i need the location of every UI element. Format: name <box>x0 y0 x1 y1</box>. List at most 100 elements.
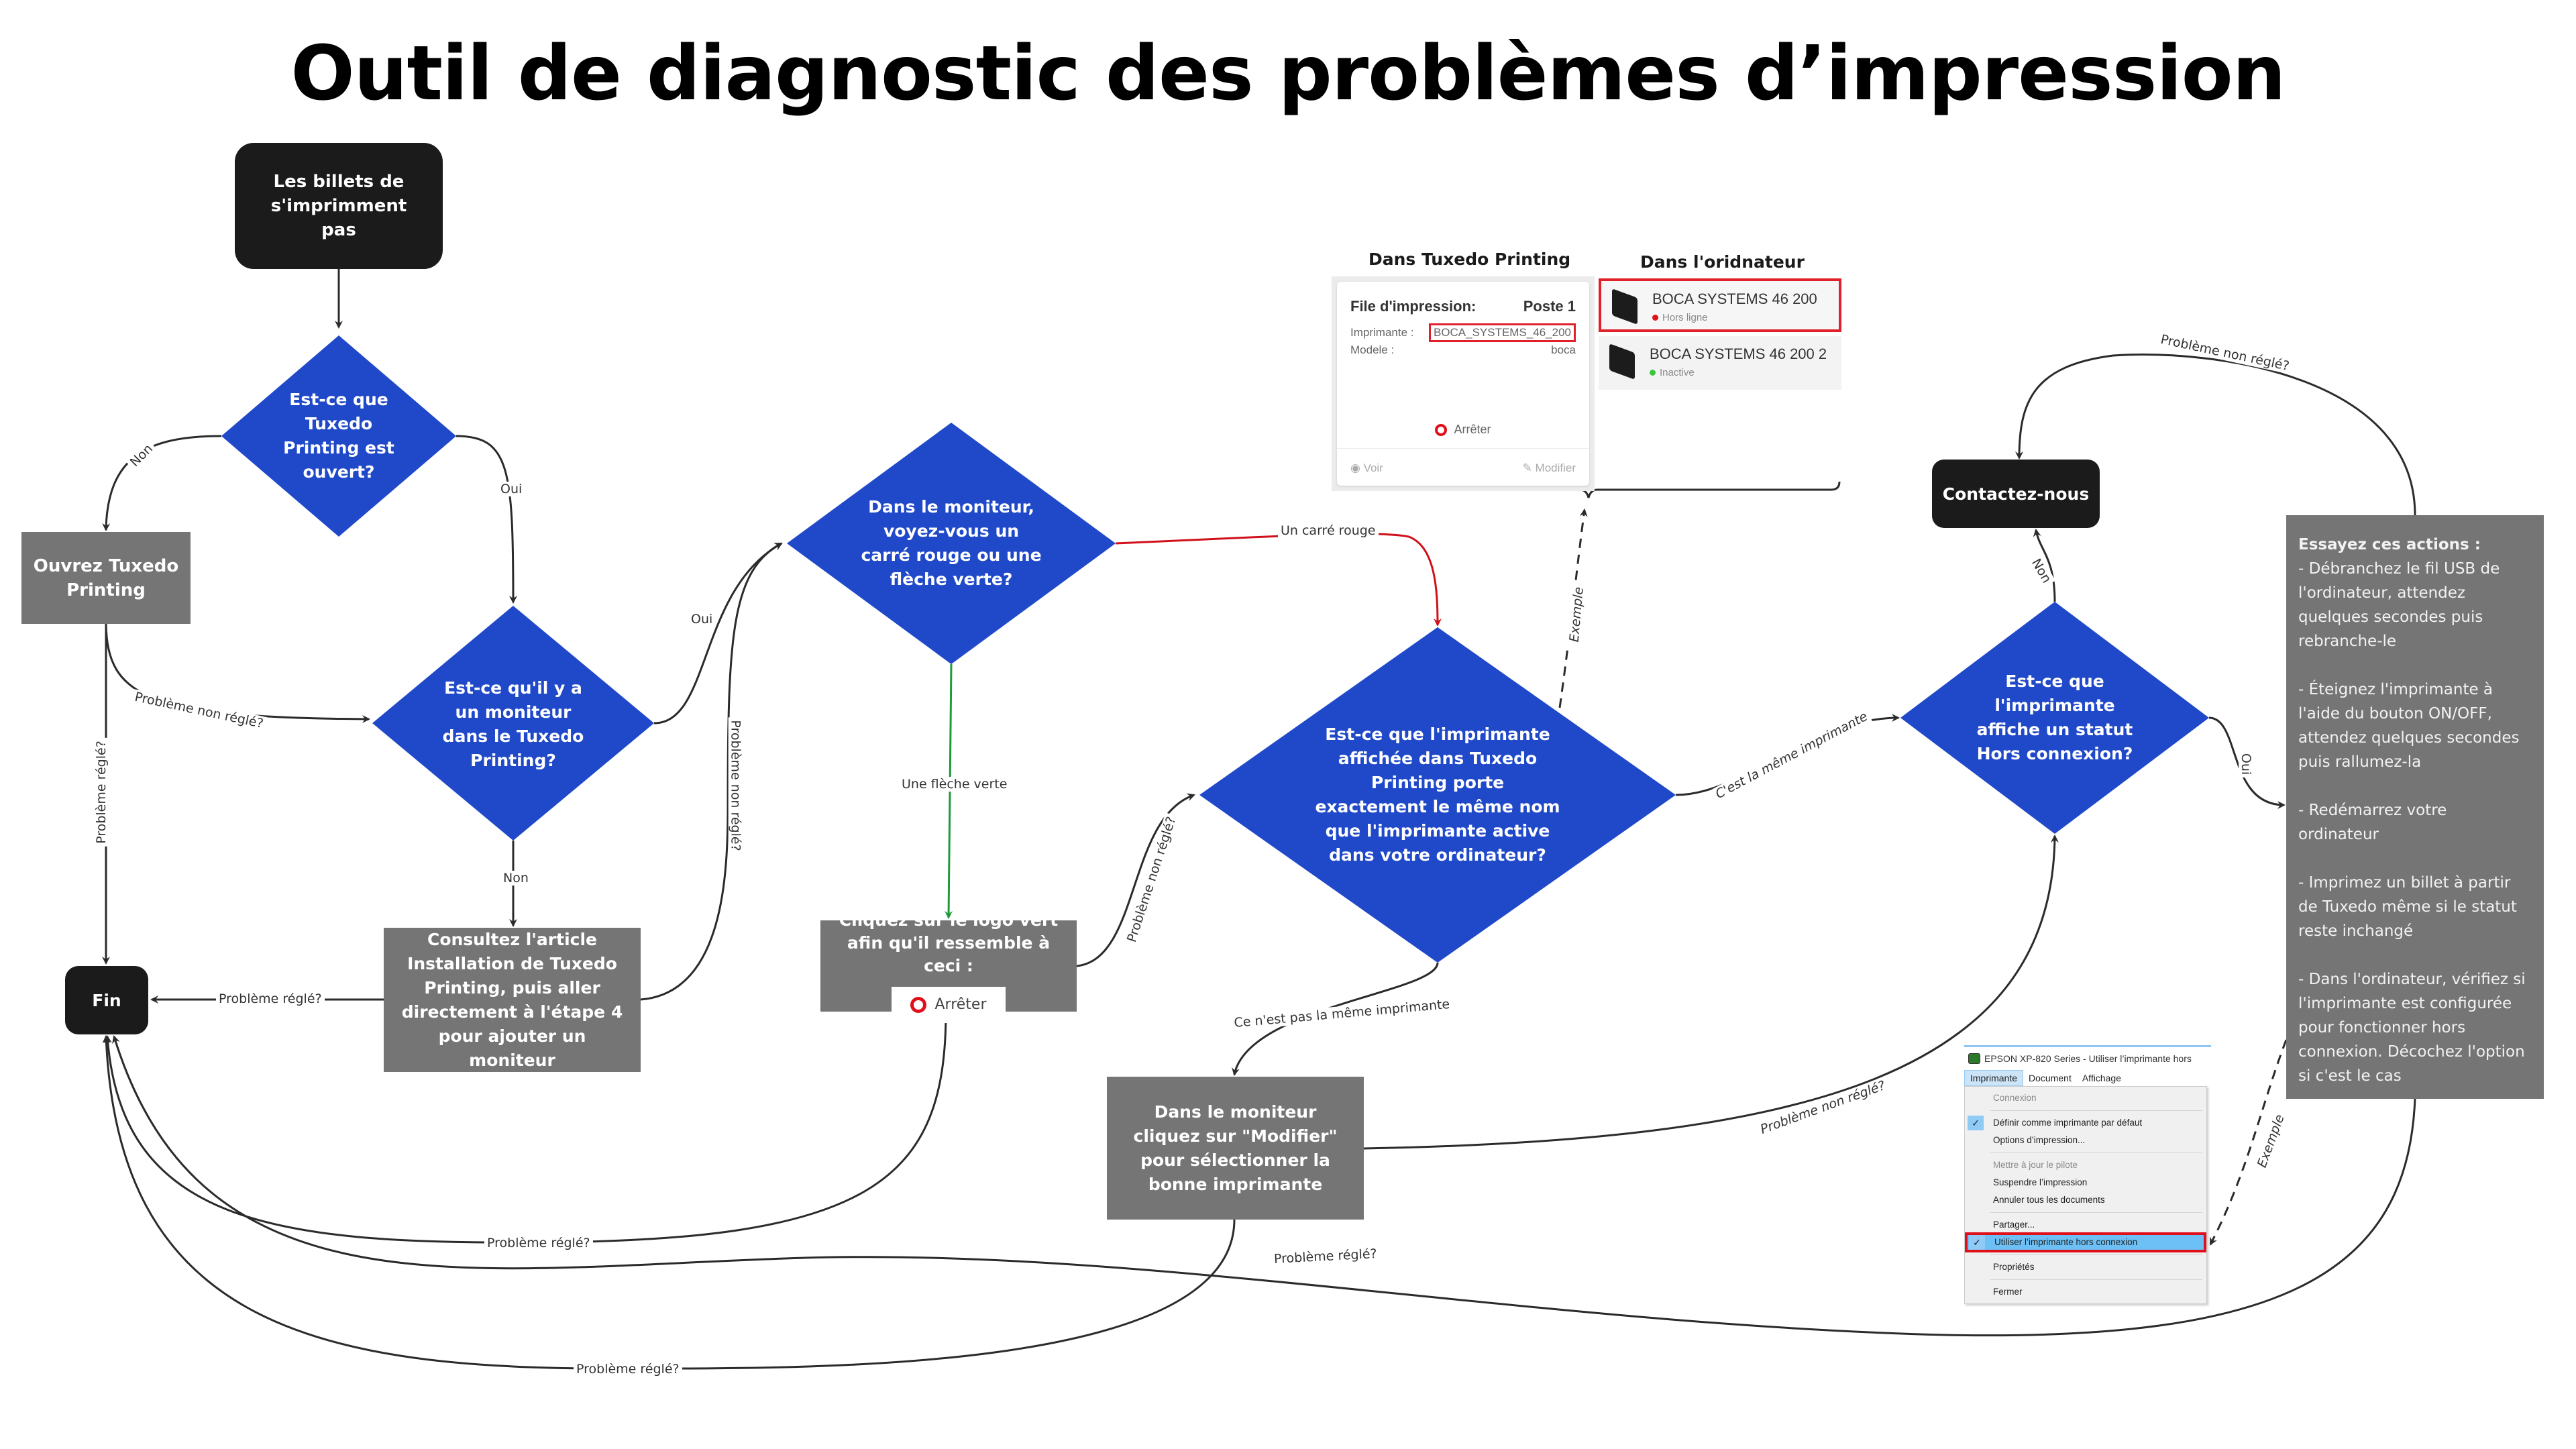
model-key: Modele : <box>1350 343 1395 356</box>
edge-label-probleme-non-regle: Problème non réglé? <box>728 717 743 854</box>
menu-item[interactable]: Fermer <box>1965 1283 2206 1301</box>
menubar-item[interactable]: Document <box>2029 1073 2072 1083</box>
printer-status-text: Inactive <box>1660 367 1695 378</box>
menu-item-label: Connexion <box>1993 1093 2037 1103</box>
edge-samename-notsame <box>1232 962 1439 1076</box>
edge-label-non: Non <box>500 871 531 885</box>
click-logo-node: Cliquez sur le logo vert afin qu'il ress… <box>820 910 1077 1023</box>
edge-open-oui <box>455 435 517 604</box>
decision-offline-shape <box>1900 602 2209 834</box>
menu-separator <box>1990 1254 2202 1255</box>
view-button[interactable]: ◉ Voir <box>1350 462 1383 475</box>
menubar-item[interactable]: Imprimante <box>1964 1070 2024 1086</box>
edge-monitor-oui <box>653 542 783 724</box>
edge-label-oui: Oui <box>2239 750 2254 778</box>
edge-label-probleme-regle: Problème réglé? <box>216 991 325 1006</box>
menu-item-label: Suspendre l’impression <box>1993 1177 2088 1187</box>
menu-item-label: Options d’impression... <box>1993 1135 2086 1145</box>
status-dot-icon <box>1652 315 1658 321</box>
try-actions-heading: Essayez ces actions : <box>2298 536 2481 553</box>
decision-open-shape <box>221 335 456 537</box>
menu-item[interactable]: Annuler tous les documents <box>1965 1191 2206 1209</box>
menu-item-label: Annuler tous les documents <box>1993 1195 2105 1205</box>
consult-node: Consultez l'article Installation de Tuxe… <box>384 928 641 1072</box>
checkmark-icon: ✓ <box>1969 1235 1985 1250</box>
station-label: Poste 1 <box>1523 298 1576 315</box>
decision-samename-text: Est-ce que l'imprimante affichée dans Tu… <box>1315 724 1560 865</box>
try-action-item: - Débranchez le fil USB de l'ordinateur,… <box>2298 560 2500 650</box>
edge-label-carre-rouge: Un carré rouge <box>1278 523 1379 538</box>
click-logo-text: Cliquez sur le logo vert afin qu'il ress… <box>839 910 1059 975</box>
try-action-item: - Redémarrez votre ordinateur <box>2298 802 2447 843</box>
contact-text: Contactez-nous <box>1942 484 2090 504</box>
printer-icon <box>1968 1053 1980 1064</box>
menu-item[interactable]: Propriétés <box>1965 1258 2206 1276</box>
menubar-item[interactable]: Affichage <box>2082 1073 2121 1083</box>
edge-consult-to-indicator <box>640 542 783 1001</box>
edge-label-fleche-verte: Une flèche verte <box>899 777 1010 792</box>
menu-item[interactable]: ✓Définir comme imprimante par défaut <box>1965 1114 2206 1132</box>
queue-label: File d'impression: <box>1350 298 1477 315</box>
try-action-item: - Éteignez l'imprimante à l'aide du bout… <box>2298 681 2520 771</box>
edit-label: Modifier <box>1535 462 1576 474</box>
stop-button[interactable]: Arrêter <box>1337 423 1589 437</box>
window-titlebar: EPSON XP-820 Series - Utiliser l’imprima… <box>1964 1047 2211 1070</box>
tuxedo-heading: Dans Tuxedo Printing <box>1368 250 1571 269</box>
printer-name: BOCA SYSTEMS 46 200 2 <box>1650 345 1827 362</box>
menu-item[interactable]: ✓ Utiliser l’imprimante hors connexion <box>1965 1232 2206 1252</box>
status-dot-icon <box>1650 370 1656 376</box>
view-label: Voir <box>1363 462 1383 474</box>
end-node: Fin <box>65 966 148 1034</box>
menu-item[interactable]: Partager... <box>1965 1216 2206 1234</box>
printer-name: BOCA SYSTEMS 46 200 <box>1652 290 1817 307</box>
menu-item-label: Fermer <box>1993 1287 2023 1297</box>
end-node-text: Fin <box>92 990 121 1010</box>
epson-menu-example: EPSON XP-820 Series - Utiliser l’imprima… <box>1964 1045 2211 1308</box>
eye-icon: ◉ <box>1350 462 1364 474</box>
edge-label-oui: Oui <box>498 482 525 496</box>
consult-text: Consultez l'article Installation de Tuxe… <box>401 929 623 1070</box>
modify-node: Dans le moniteur cliquez sur "Modifier" … <box>1107 1077 1364 1220</box>
menu-item-label: Partager... <box>1993 1220 2035 1230</box>
try-actions-node: Essayez ces actions : - Débranchez le fi… <box>2286 515 2544 1099</box>
stop-button-example: Arrêter <box>892 987 1006 1023</box>
modify-text: Dans le moniteur cliquez sur "Modifier" … <box>1133 1102 1338 1194</box>
menu-item: Mettre à jour le pilote <box>1965 1157 2206 1174</box>
try-actions-list: - Débranchez le fil USB de l'ordinateur,… <box>2298 557 2532 1088</box>
page-title: Outil de diagnostic des problèmes d’impr… <box>290 30 2286 117</box>
start-node: Les billets de s'imprimment pas <box>235 143 443 269</box>
edge-try-to-end <box>112 1035 2416 1337</box>
edge-offline-oui <box>2208 716 2286 809</box>
stop-icon <box>1435 423 1448 436</box>
edge-offline-non <box>2033 529 2056 602</box>
edge-modify-to-offline <box>1363 835 2059 1150</box>
stop-label: Arrêter <box>1454 423 1491 436</box>
menu-separator <box>1990 1212 2202 1213</box>
menu-item-label: Mettre à jour le pilote <box>1993 1160 2078 1170</box>
menubar: Imprimante Document Affichage <box>1964 1070 2211 1086</box>
checkmark-icon: ✓ <box>1968 1116 1984 1130</box>
menu-item[interactable]: Options d’impression... <box>1965 1132 2206 1149</box>
edge-modify-to-end <box>102 1035 1236 1370</box>
computer-printer-item[interactable]: BOCA SYSTEMS 46 200 2 Inactive <box>1599 336 1841 390</box>
edge-label-probleme-regle: Problème réglé? <box>484 1236 593 1250</box>
printer-value: BOCA_SYSTEMS_46_200 <box>1428 323 1576 342</box>
tuxedo-monitor-card: File d'impression: Poste 1 Imprimante : … <box>1332 276 1595 491</box>
printer-icon <box>1609 343 1635 380</box>
decision-open-text: Est-ce que Tuxedo Printing est ouvert? <box>283 390 394 482</box>
menu-item[interactable]: Suspendre l’impression <box>1965 1174 2206 1191</box>
model-value: boca <box>1551 343 1576 356</box>
edge-try-to-contact <box>2015 354 2416 516</box>
menu-separator <box>1990 1279 2202 1280</box>
decision-indicator-shape <box>787 423 1116 664</box>
edge-label-probleme-regle: Problème réglé? <box>574 1362 682 1377</box>
decision-monitor-shape <box>372 606 654 841</box>
menu-item-label: Utiliser l’imprimante hors connexion <box>1994 1237 2138 1247</box>
edit-button[interactable]: ✎ Modifier <box>1523 462 1576 475</box>
decision-monitor-text: Est-ce qu'il y a un moniteur dans le Tux… <box>442 678 584 770</box>
printer-icon <box>1612 288 1638 325</box>
edge-label-oui: Oui <box>688 612 716 627</box>
